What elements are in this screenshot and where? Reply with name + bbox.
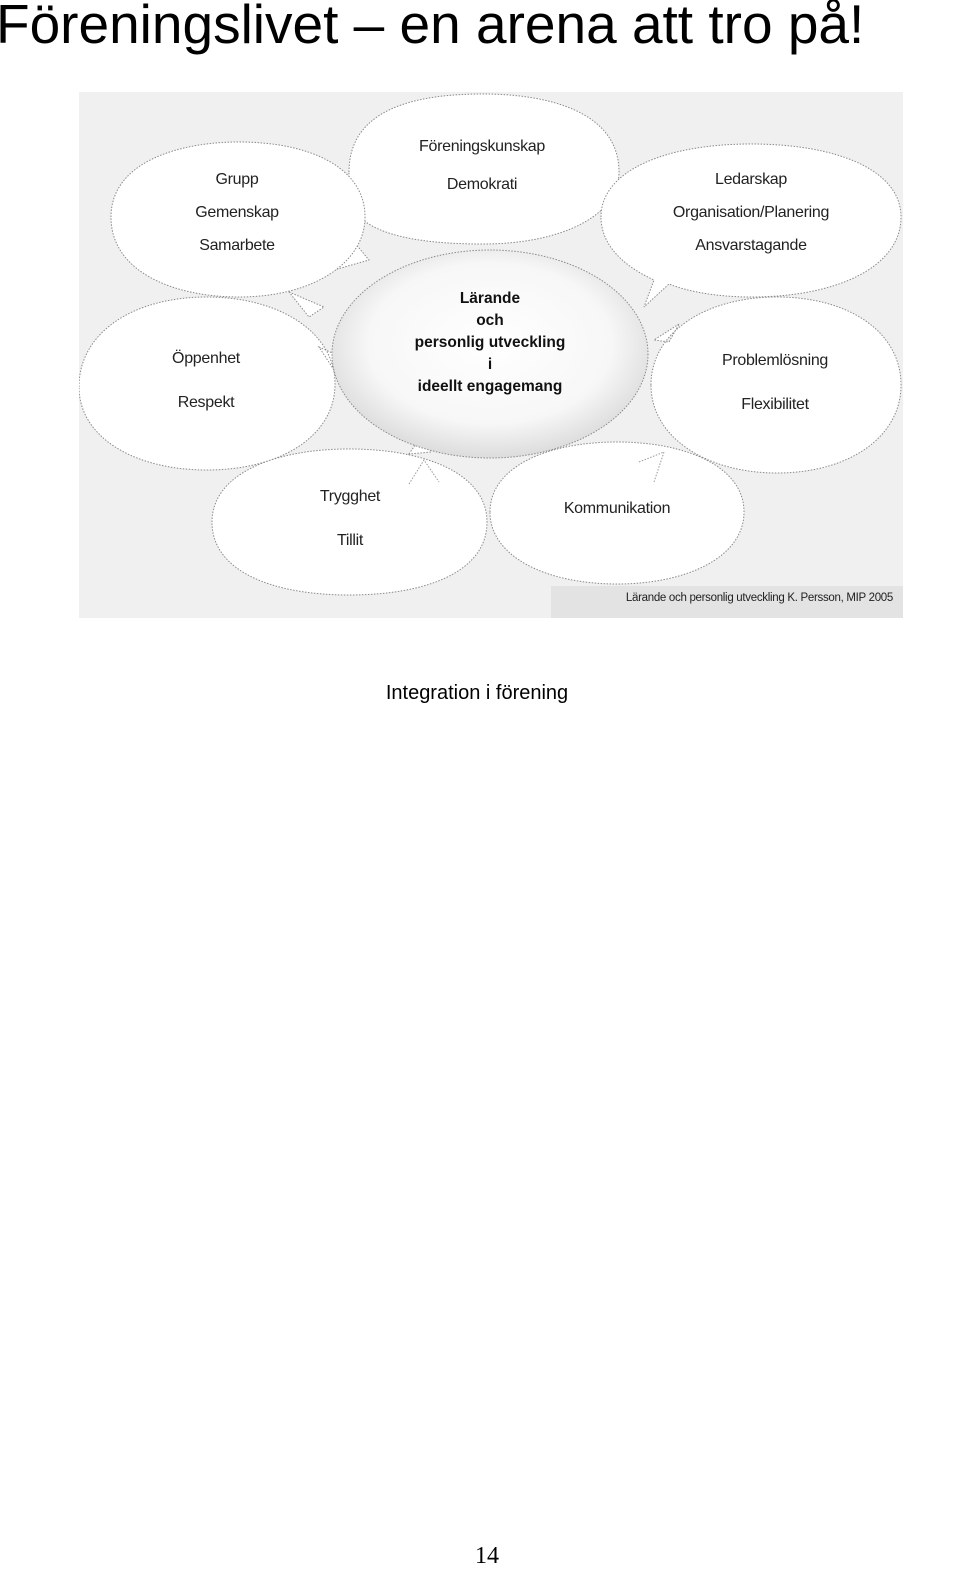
page-title: Föreningslivet – en arena att tro på! <box>0 0 865 55</box>
label-flexibilitet: Flexibilitet <box>741 396 809 413</box>
label-respekt: Respekt <box>177 394 235 411</box>
credit-bar: Lärande och personlig utveckling K. Pers… <box>551 586 903 618</box>
label-problemlosning: Problemlösning <box>721 352 829 369</box>
bubble-grupp <box>110 141 366 318</box>
bubble-problemlosning <box>650 296 902 474</box>
center-label: Lärande och personlig utveckling i ideel… <box>415 288 566 398</box>
center-line-4: i <box>487 356 493 373</box>
bubble-diagram: Föreningskunskap Demokrati Grupp Gemensk… <box>79 92 903 618</box>
label-ledarskap: Ledarskap <box>714 171 788 188</box>
label-trygghet: Trygghet <box>319 488 381 505</box>
page-number: 14 <box>475 1543 499 1569</box>
center-line-5: ideellt engagemang <box>417 378 563 395</box>
label-gemenskap: Gemenskap <box>195 204 279 221</box>
diagram-credit: Lärande och personlig utveckling K. Pers… <box>625 592 893 604</box>
label-samarbete: Samarbete <box>199 237 275 254</box>
center-line-3: personlig utveckling <box>414 334 566 351</box>
bubble-foreningskunskap <box>332 93 620 271</box>
figure-caption: Integration i förening <box>385 682 569 704</box>
label-demokrati: Demokrati <box>446 176 518 193</box>
label-foreningskunskap: Föreningskunskap <box>419 138 545 155</box>
label-ansvarstagande: Ansvarstagande <box>695 237 807 254</box>
center-line-2: och <box>476 312 504 329</box>
label-grupp: Grupp <box>215 171 259 188</box>
label-tillit: Tillit <box>336 532 364 549</box>
bubble-ledarskap <box>600 143 902 308</box>
bubble-kommunikation <box>489 441 745 585</box>
label-oppenhet: Öppenhet <box>172 350 240 367</box>
bubble-diagram-shapes <box>79 93 902 596</box>
label-kommunikation: Kommunikation <box>563 500 671 517</box>
bubble-oppenhet <box>79 296 342 471</box>
bubble-center <box>331 249 649 459</box>
label-organisation: Organisation/Planering <box>672 204 830 221</box>
center-line-1: Lärande <box>459 290 521 307</box>
